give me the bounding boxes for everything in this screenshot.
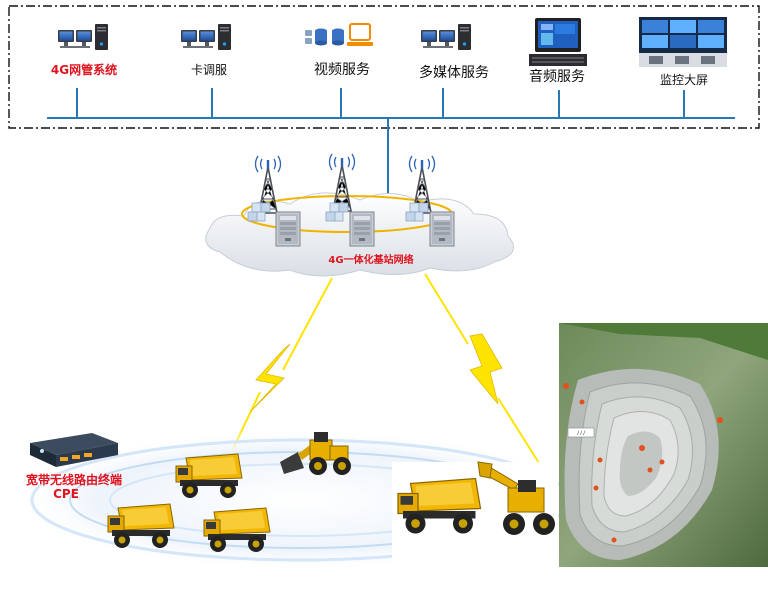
network-label: 4G一体化基站网络 [328,253,413,266]
management-server-icon [58,24,108,50]
cpe-router-icon [30,433,118,467]
cpe-label-line1: 宽带无线路由终端 [25,472,122,487]
video-server-label: 视频服务 [314,62,370,78]
management-server-label: 4G网管系统 [51,62,117,77]
multimedia-server-label: 多媒体服务 [419,64,489,81]
base-station-unit-icon [349,211,375,247]
audio-server-label: 音频服务 [529,68,585,85]
video-server-icon [305,23,373,46]
dispatch-server-label: 卡调服 [191,63,227,77]
base-station-unit-icon [429,211,455,247]
base-station-unit-icon [275,211,301,247]
monitoring-wall-label: 监控大屏 [660,73,708,87]
mine-sign [567,427,595,438]
dispatch-server-icon [181,24,231,50]
monitoring-wall-icon [639,17,727,67]
server-area-frame [8,5,760,129]
open-pit-mine-model: ﾉﾉﾉ [559,323,768,567]
server-network-bus [47,88,735,198]
mine-sign-label: ﾉﾉﾉ [576,430,585,437]
cpe-label-line2: CPE [53,487,79,501]
excavator-icon [477,461,555,535]
multimedia-server-icon [421,24,471,50]
large-mining-equipment [392,461,558,566]
audio-server-icon [529,18,587,66]
